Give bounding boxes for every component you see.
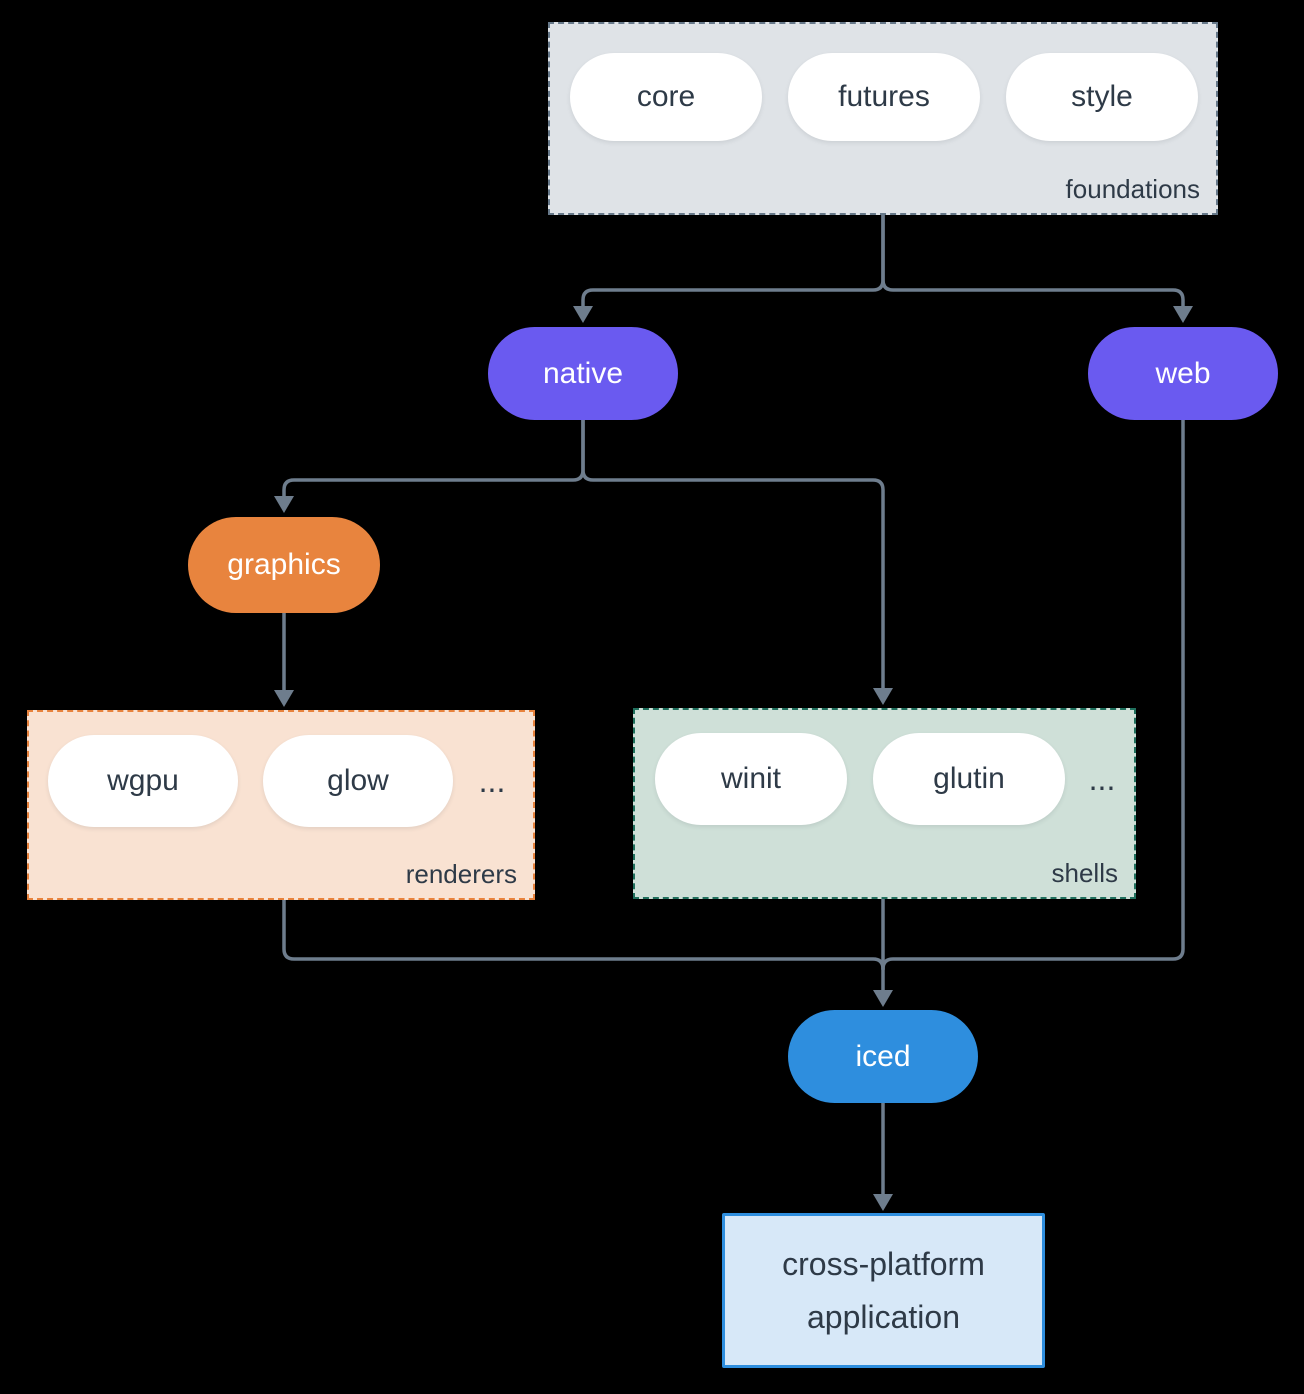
arrowhead-renderers bbox=[274, 690, 294, 707]
arrowhead-graphics bbox=[274, 496, 294, 513]
arrowhead-iced bbox=[873, 990, 893, 1007]
edge-renderers-iced bbox=[282, 898, 885, 971]
app-label-line2: application bbox=[807, 1298, 960, 1335]
edge-native-shells bbox=[581, 418, 885, 690]
node-core: core bbox=[570, 53, 762, 141]
arrowhead-shells bbox=[873, 688, 893, 705]
node-iced: iced bbox=[788, 1010, 978, 1103]
node-glutin: glutin bbox=[873, 733, 1065, 825]
node-web: web bbox=[1088, 327, 1278, 420]
edge-native-graphics bbox=[282, 418, 585, 498]
app-label-line1: cross-platform bbox=[782, 1245, 985, 1282]
node-winit: winit bbox=[655, 733, 847, 825]
node-cross-platform-application: cross-platform application bbox=[722, 1213, 1045, 1368]
cluster-foundations-label: foundations bbox=[1065, 174, 1200, 204]
arrowhead-app bbox=[873, 1194, 893, 1211]
arrowhead-web bbox=[1173, 306, 1193, 323]
cluster-renderers-label: renderers bbox=[405, 859, 517, 889]
node-style: style bbox=[1006, 53, 1198, 141]
shells-ellipsis: ... bbox=[1088, 760, 1116, 797]
edge-foundations-web bbox=[881, 213, 1185, 308]
renderers-ellipsis: ... bbox=[478, 762, 506, 799]
node-glow: glow bbox=[263, 735, 453, 827]
cluster-shells-label: shells bbox=[1051, 858, 1118, 888]
node-wgpu: wgpu bbox=[48, 735, 238, 827]
arrowhead-native bbox=[573, 306, 593, 323]
node-native: native bbox=[488, 327, 678, 420]
node-graphics: graphics bbox=[188, 517, 380, 613]
node-futures: futures bbox=[788, 53, 980, 141]
edge-foundations-native bbox=[581, 213, 885, 308]
